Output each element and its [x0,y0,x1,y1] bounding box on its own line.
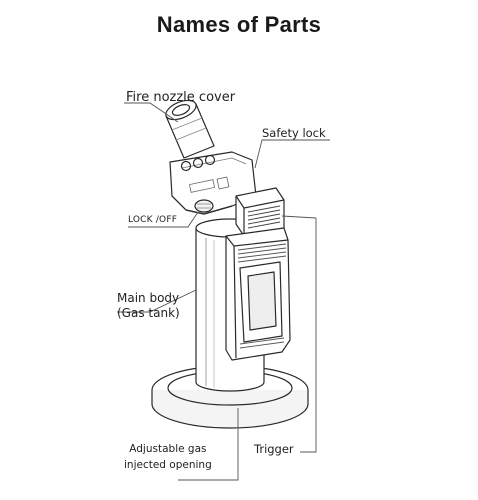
fire-nozzle-cover-label: Fire nozzle cover [126,90,236,105]
torch-head [169,151,257,215]
main-body-label-line2: (Gas tank) [117,306,180,320]
gas-opening-label-line1: Adjustable gas [129,443,207,455]
main-body-label-line1: Main body [117,291,180,305]
gas-opening-label: Adjustable gas injected opening [124,441,212,473]
safety-lock-cap [235,187,285,237]
leader-lines [117,102,330,481]
trigger-housing [225,227,291,361]
diagram-title: Names of Parts [156,12,322,37]
trigger-label: Trigger [254,442,294,456]
lock-off-label: LOCK /OFF [128,215,178,225]
lock-knob [194,199,214,213]
fire-nozzle [165,99,215,159]
safety-lock-label: Safety lock [262,126,326,140]
main-body-label: Main body (Gas tank) [117,291,180,321]
gas-opening-label-line2: injected opening [124,459,212,471]
